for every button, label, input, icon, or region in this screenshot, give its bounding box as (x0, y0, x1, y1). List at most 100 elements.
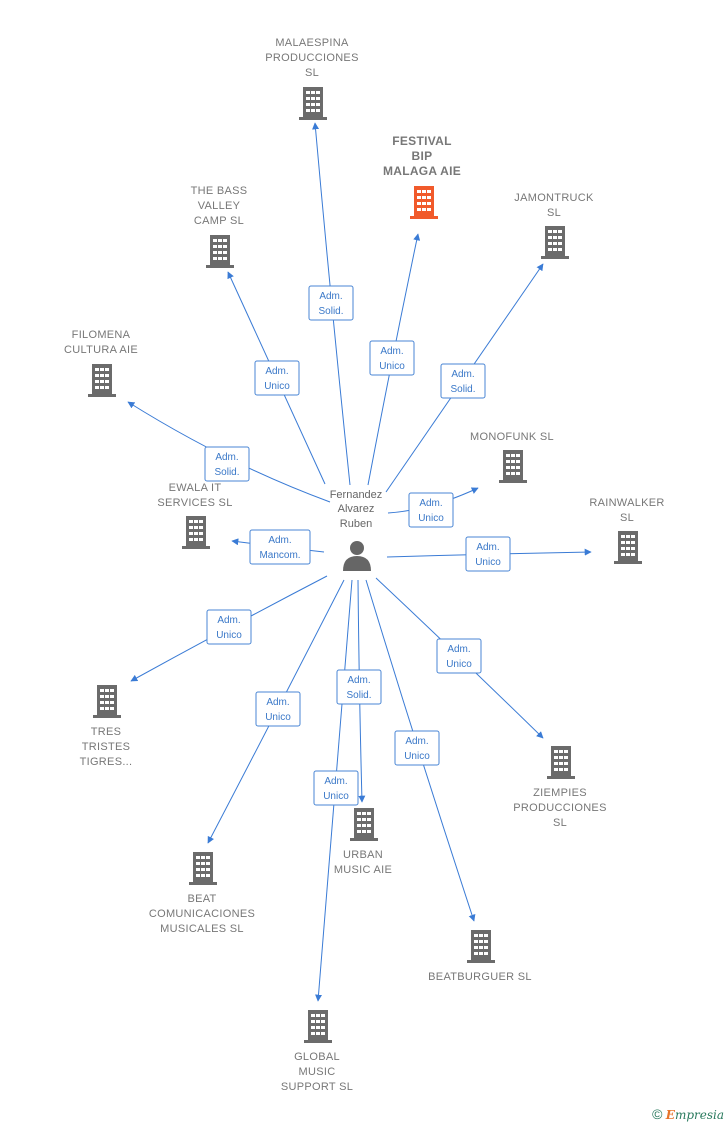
role-text: Adm. (451, 369, 474, 380)
brand-rest: mpresia (674, 1108, 724, 1122)
company-name-line: SUPPORT SL (281, 1081, 353, 1093)
person-node[interactable]: Fernandez Alvarez Ruben (330, 489, 383, 571)
role-badge-the-bass-valley: Adm. Unico (254, 360, 300, 396)
role-badge-festival-bip: Adm.Unico (369, 340, 415, 376)
role-text: Adm. (405, 736, 428, 747)
role-text: Unico (475, 557, 501, 568)
company-name-line: BIP (412, 149, 433, 163)
company-name-line: BEATBURGUER SL (428, 971, 532, 983)
company-name-line: TRISTES (82, 741, 131, 753)
role-text: Unico (418, 513, 444, 524)
company-node-global-music[interactable]: GLOBAL MUSIC SUPPORT SL (281, 1010, 353, 1093)
role-text: Adm. (324, 776, 347, 787)
company-name-line: BEAT (187, 893, 216, 905)
role-text: Unico (216, 630, 242, 641)
role-text: Solid. (318, 306, 343, 317)
company-name-line: GLOBAL (294, 1051, 340, 1063)
company-name-line: SERVICES SL (157, 497, 232, 509)
role-text: Adm. (215, 452, 238, 463)
role-badge-beatburguer: Adm. Unico (394, 730, 440, 766)
role-text: Adm. (447, 644, 470, 655)
role-badge-filomena: Adm.Solid. (204, 446, 250, 482)
company-name-line: PRODUCCIONES (513, 802, 606, 814)
building-icon (410, 186, 438, 219)
company-name-line: PRODUCCIONES (265, 52, 358, 64)
company-node-rainwalker[interactable]: RAINWALKER SL (589, 497, 664, 564)
company-name-line: JAMONTRUCK (514, 192, 594, 204)
person-name-line-3: Ruben (340, 518, 372, 530)
company-node-monofunk[interactable]: MONOFUNK SL (470, 431, 554, 483)
role-badge-monofunk: Adm.Unico (408, 492, 454, 528)
role-badge-ewala-it: Adm. Mancom. (249, 529, 311, 565)
building-icon (189, 852, 217, 885)
person-icon (343, 541, 371, 571)
company-name-line: MALAGA AIE (383, 164, 461, 178)
brand-name: Empresia (666, 1108, 724, 1122)
company-node-jamontruck[interactable]: JAMONTRUCK SL (514, 192, 594, 259)
role-text: Solid. (346, 690, 371, 701)
company-name-line: ZIEMPIES (533, 787, 587, 799)
role-text: Adm. (319, 291, 342, 302)
company-node-malaespina[interactable]: MALAESPINA PRODUCCIONES SL (265, 37, 358, 120)
company-name-line: MUSIC (299, 1066, 336, 1078)
building-icon (547, 746, 575, 779)
nodes-layer: MALAESPINA PRODUCCIONES SL FESTIVALBIPMALAG… (64, 37, 664, 1093)
role-badge-tres-tristes: Adm. Unico (206, 609, 252, 645)
role-text: Adm. (265, 366, 288, 377)
role-text: Unico (264, 381, 290, 392)
roles-layer: Adm.Solid.Adm.UnicoAdm.UnicoAdm.Solid.Ad… (204, 285, 511, 806)
role-text: Mancom. (259, 550, 300, 561)
company-name-line: TRES (91, 726, 122, 738)
company-node-tres-tristes[interactable]: TRES TRISTES TIGRES... (80, 685, 133, 768)
role-badge-beat-comunicaciones: Adm.Unico (255, 691, 301, 727)
building-icon (467, 930, 495, 963)
role-badge-jamontruck: Adm. Solid. (440, 363, 486, 399)
company-name-line: RAINWALKER (589, 497, 664, 509)
role-text: Adm. (380, 346, 403, 357)
building-icon (614, 531, 642, 564)
role-badge-rainwalker: Adm.Unico (465, 536, 511, 572)
company-name-line: SL (547, 207, 561, 219)
company-name-line: FILOMENA (72, 329, 131, 341)
brand-initial: E (665, 1108, 675, 1122)
role-text: Solid. (450, 384, 475, 395)
empresia-logo[interactable]: © Empresia (652, 1106, 724, 1122)
company-name-line: SL (620, 512, 634, 524)
company-name-line: SL (305, 67, 319, 79)
company-name-line: FESTIVAL (392, 134, 452, 148)
company-name-line: TIGRES... (80, 756, 133, 768)
role-badge-global-music: Adm. Unico (313, 770, 359, 806)
role-badge-ziempies: Adm. Unico (436, 638, 482, 674)
company-name-line: MONOFUNK SL (470, 431, 554, 443)
role-text: Unico (265, 712, 291, 723)
role-text: Unico (404, 751, 430, 762)
person-name-line-1: Fernandez (330, 489, 383, 501)
role-badge-malaespina: Adm. Solid. (308, 285, 354, 321)
company-node-beatburguer[interactable]: BEATBURGUER SL (428, 930, 532, 983)
building-icon (499, 450, 527, 483)
company-name-line: THE BASS (191, 185, 248, 197)
role-text: Unico (323, 791, 349, 802)
role-text: Adm. (268, 535, 291, 546)
role-badge-urban-music: Adm. Solid. (336, 669, 382, 705)
company-name-line: MUSICALES SL (160, 923, 244, 935)
company-name-line: MUSIC AIE (334, 864, 392, 876)
building-icon (182, 516, 210, 549)
role-text: Adm. (217, 615, 240, 626)
company-node-ewala-it[interactable]: EWALA IT SERVICES SL (157, 482, 232, 549)
company-name-line: EWALA IT (169, 482, 222, 494)
building-icon (88, 364, 116, 397)
role-text: Unico (446, 659, 472, 670)
role-text: Adm. (347, 675, 370, 686)
person-name-line-2: Alvarez (338, 503, 375, 515)
company-name-line: MALAESPINA (275, 37, 349, 49)
building-icon (350, 808, 378, 841)
copyright-symbol: © (652, 1106, 663, 1122)
